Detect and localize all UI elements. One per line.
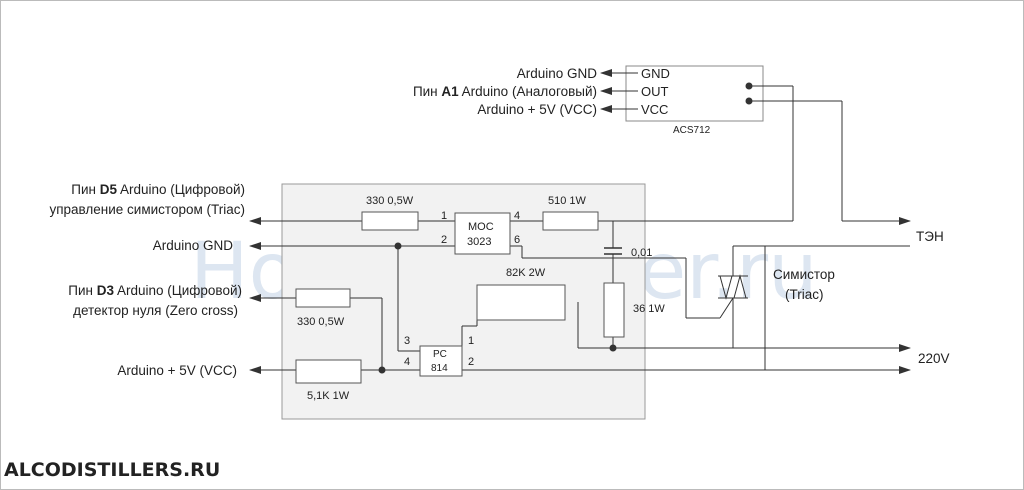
triac-label-2: (Triac) [785,287,824,302]
cap-label: 0,01 [631,247,652,259]
left-gnd-label: Arduino GND [153,238,234,253]
d3-label-line2: детектор нуля (Zero cross) [73,303,238,318]
acs712-pin-vcc: VCC [641,102,668,117]
sensor-vcc-label: Arduino + 5V (VCC) [477,102,597,117]
r4-label: 36 1W [633,303,665,315]
left-vcc-label: Arduino + 5V (VCC) [117,363,237,378]
pc-pin-3: 3 [404,335,410,347]
moc-label-1: MOC [468,221,494,233]
moc-label-2: 3023 [467,236,491,248]
sensor-wires [600,69,638,113]
triac-label-1: Симистор [773,267,835,282]
moc-pin-2: 2 [441,234,447,246]
junction-dots [378,242,617,374]
r3-label: 82K 2W [506,267,546,279]
acs712-label: ACS712 [673,125,711,136]
r2-label: 510 1W [548,195,587,207]
pc-pin-1: 1 [468,335,474,347]
d5-label: Пин D5 Arduino (Цифровой) [71,182,245,197]
triac-symbol [718,274,748,300]
acs712-pin-out: OUT [641,84,669,99]
pc-pin-2: 2 [468,356,474,368]
acs712-pin-gnd: GND [641,66,670,81]
pc-label-1: PC [433,349,447,360]
d5-label-line2: управление симистором (Triac) [49,202,245,217]
left-wires [249,217,455,374]
pc-pin-4: 4 [404,356,410,368]
mains-label: 220V [918,351,950,366]
components [295,211,625,384]
acs712-module: GND OUT VCC ACS712 [625,65,764,136]
sensor-gnd-label: Arduino GND [517,66,598,81]
r5-label: 330 0,5W [297,316,345,328]
moc-pin-4: 4 [514,210,520,222]
moc-pin-6: 6 [514,234,520,246]
d3-label: Пин D3 Arduino (Цифровой) [68,283,242,298]
sensor-out-label: Пин A1 Arduino (Аналоговый) [413,84,597,99]
site-label: ALCODISTILLERS.RU [4,459,220,481]
load-label: ТЭН [916,229,944,244]
pc-label-2: 814 [431,363,448,374]
r1-label: 330 0,5W [366,195,414,207]
moc-pin-1: 1 [441,210,447,222]
r6-label: 5,1K 1W [307,390,350,402]
board-wires [350,85,911,374]
